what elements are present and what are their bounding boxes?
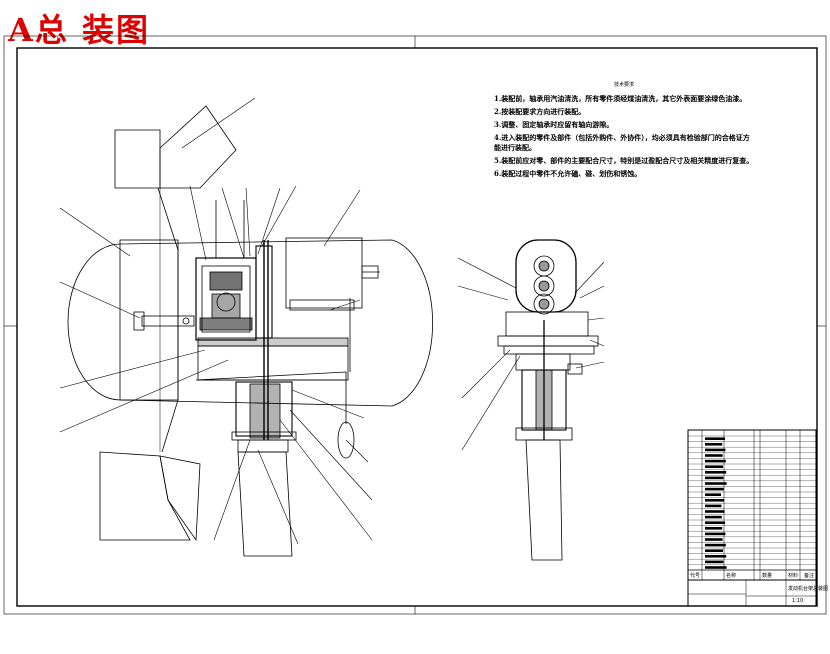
table-row-text-mark [705,471,727,474]
table-row-text-mark [705,493,721,496]
note-item: 5.装配前应对零、部件的主要配合尺寸，特别是过盈配合尺寸及相关精度进行复查。 [494,156,754,165]
table-row-text-mark [705,499,725,502]
table-row-text-mark [705,487,724,491]
motor-box [285,237,363,309]
title-block-name: 发动机台架总装图 [788,586,829,592]
leader-lines-side [457,257,605,451]
table-header-material: 材料 [788,573,799,579]
note-item: 6.装配过程中零件不允许磕、碰、划伤和锈蚀。 [494,169,642,178]
main-view [67,105,434,557]
table-row-text-mark [705,482,727,485]
lower-wing-block [99,451,191,541]
note-item: 1.装配前，轴承用汽油清洗，所有零件须经煤油清洗，其它外表面要涂绿色油漆。 [494,94,747,103]
table-row-text-mark [705,555,727,558]
table-row-text-mark [705,437,725,440]
title-block-scale: 1:10 [792,598,804,604]
note-item: 4.进入装配的零件及部件（包括外购件、外协件），均必须具有检验部门的合格证方能进… [494,133,750,152]
notes-title: 技术要求 [613,82,634,88]
lower-housing [235,381,293,437]
table-header-name: 名称 [726,573,737,579]
table-header-qty: 数量 [762,573,773,579]
upper-wing-block-2 [114,129,161,189]
table-row-text-mark [705,448,726,452]
drawing-stamp-title: A总 装图 [8,11,150,49]
table-row-text-mark [705,521,725,524]
leader-lines-main [59,97,373,545]
side-view [497,239,599,561]
note-item: 2.按装配要求方向进行装配。 [494,107,586,116]
note-item: 3.调整、固定轴承时应留有轴向游隙。 [494,120,614,129]
table-row-text-mark [705,504,722,508]
left-plate [119,239,179,401]
table-row-text-mark [705,538,723,541]
parts-list-rows [688,435,816,569]
parts-list-table [687,429,817,607]
table-row-text-mark [705,566,727,569]
technical-notes: 技术要求 1.装配前，轴承用汽油清洗，所有零件须经煤油清洗，其它外表面要涂绿色油… [494,80,754,182]
table-row-text-mark [705,560,724,564]
table-row-text-mark [705,459,726,463]
table-row-text-mark [705,510,725,513]
drawing-frame [3,35,827,615]
table-header-remark: 备注 [804,573,815,579]
table-row-text-mark [705,476,724,480]
table-row-text-mark [705,532,726,536]
table-row-text-mark [705,515,722,519]
table-row-text-mark [705,527,723,530]
table-row-text-mark [705,543,726,547]
table-row-text-mark [705,465,723,468]
table-header-code: 代号 [690,573,701,579]
table-row-text-mark [705,443,723,446]
table-row-text-mark [705,549,723,552]
table-row-text-mark [705,454,723,457]
upper-wing-block [159,105,237,189]
